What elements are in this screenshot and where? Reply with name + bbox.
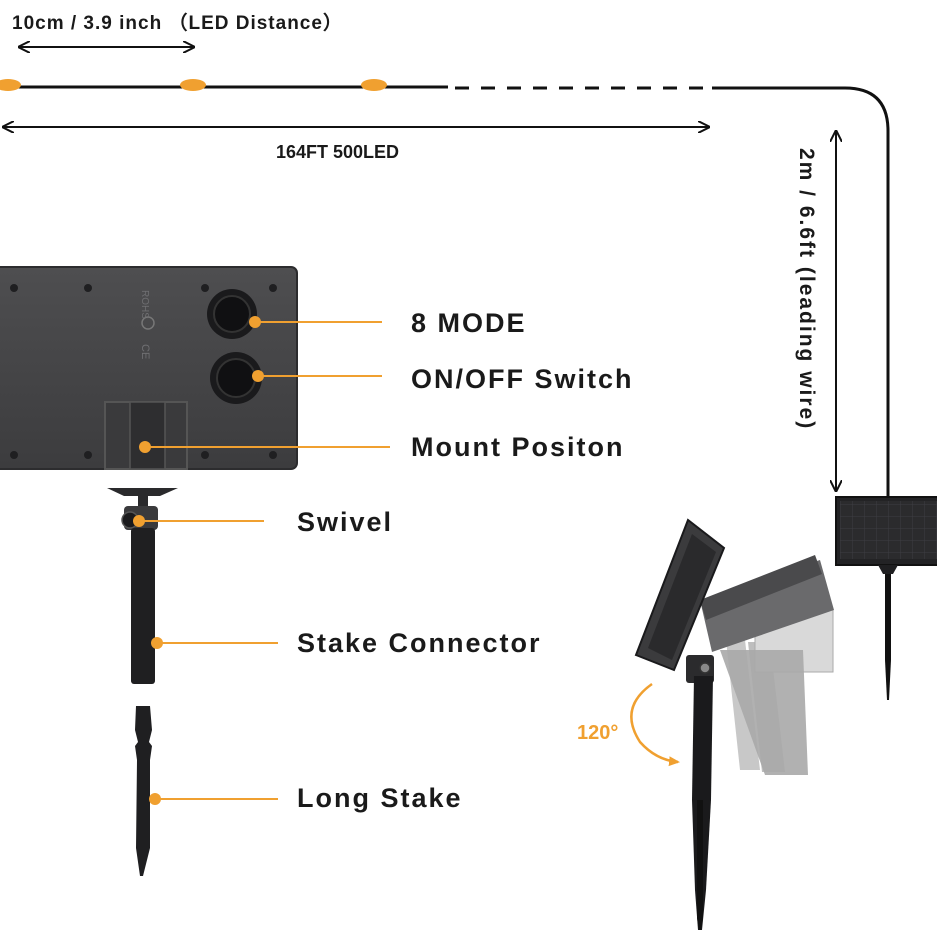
string-length-label: 164FT 500LED (276, 142, 400, 162)
led-string (0, 79, 890, 497)
led-bulb (361, 79, 387, 91)
callout-lines (144, 321, 390, 800)
rotation-angle-label: 120° (577, 722, 619, 744)
swivel-dot (133, 515, 145, 527)
led-bulb (0, 79, 21, 91)
mode-button[interactable] (207, 289, 261, 339)
rotation-ghosts (700, 555, 834, 775)
lead-wire-label: 2m / 6.6ft (leading wire) (795, 148, 818, 431)
connector-dot (151, 637, 163, 649)
ce-mark: CE (139, 344, 151, 359)
swivel-callout: Swivel (297, 507, 394, 537)
solar-panel-tilted (634, 518, 726, 930)
mount-callout: Mount Positon (411, 432, 625, 462)
recycle-icon (141, 316, 155, 330)
controller-box: ROHS CE (0, 266, 298, 470)
power-button[interactable] (210, 352, 264, 404)
led-distance-label: 10cm / 3.9 inch （LED Distance） (12, 13, 343, 34)
stake-connector-callout: Stake Connector (297, 628, 542, 658)
stake-dot (149, 793, 161, 805)
stake-connector-part (107, 488, 178, 684)
solar-panel-mounted (835, 496, 937, 700)
mount-slot (104, 401, 188, 470)
led-bulb (180, 79, 206, 91)
rohs-mark: ROHS (139, 290, 150, 319)
long-stake-callout: Long Stake (297, 783, 463, 813)
rotation-arrow (630, 682, 680, 767)
long-stake-part (135, 706, 161, 876)
switch-callout: ON/OFF Switch (411, 364, 634, 394)
mode-callout: 8 MODE (411, 308, 527, 338)
